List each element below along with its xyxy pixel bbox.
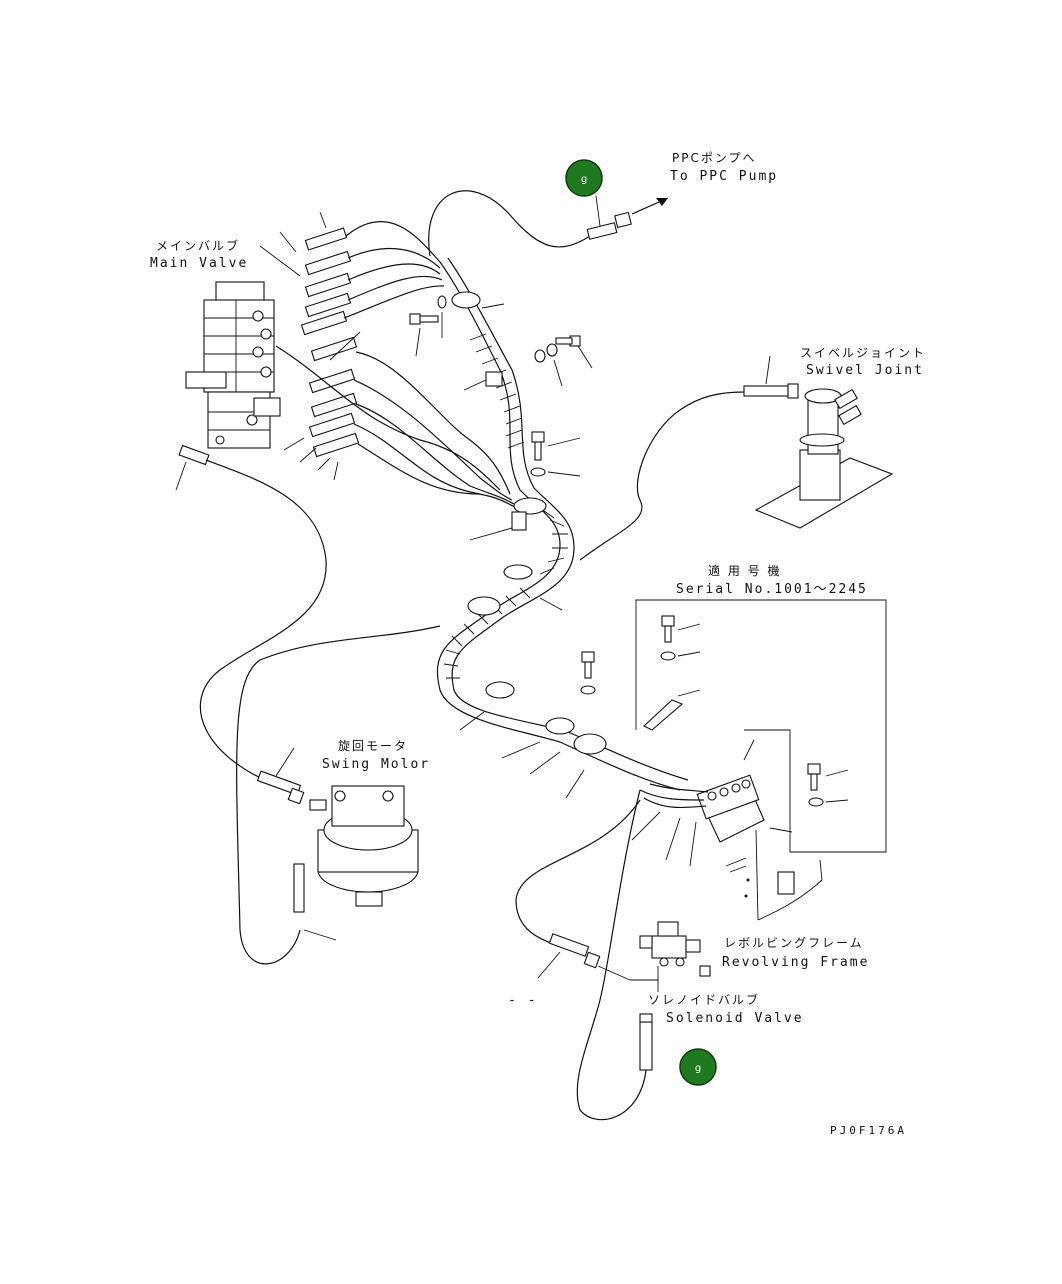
serial-label-en: Serial No.1001～2245: [676, 582, 868, 597]
ppc-pump-hose: [428, 190, 669, 257]
badge-top-circle: [565, 159, 603, 197]
swing-motor-label-jp: 旋回モータ: [338, 739, 408, 753]
swivel-joint: [579, 355, 894, 561]
junction-block: [631, 739, 793, 867]
ppc-pump-label-jp: PPCポンプへ: [672, 151, 757, 165]
badge-top-text: g: [581, 174, 587, 185]
main-valve-label-en: Main Valve: [150, 256, 248, 271]
revolving-frame-label-en: Revolving Frame: [722, 955, 869, 970]
reference-badge-bottom[interactable]: g: [679, 1048, 717, 1086]
serial-applicability-box: [635, 599, 887, 853]
main-valve-fittings: [175, 211, 361, 491]
bundle-clamps: [451, 291, 607, 799]
main-valve-block: [185, 281, 281, 449]
reference-badge-top[interactable]: g: [565, 159, 603, 197]
revolving-frame-label-jp: レボルビングフレーム: [724, 936, 864, 950]
badge-bottom-circle: [679, 1048, 717, 1086]
dash-mark: - -: [508, 993, 537, 1008]
solenoid-valve: [515, 789, 711, 1121]
ppc-pump-label-en: To PPC Pump: [670, 169, 778, 184]
arrow-to-ppc-pump-icon: [656, 198, 668, 206]
swing-motor-label-en: Swing Molor: [322, 757, 430, 772]
bolts-and-washers: [409, 295, 849, 807]
revolving-frame: [725, 829, 823, 921]
swing-motor: [256, 747, 419, 941]
serial-label-jp: 適 用 号 機: [708, 563, 781, 578]
badge-bottom-text: g: [695, 1063, 701, 1074]
main-valve-label-jp: メインバルブ: [156, 238, 240, 253]
swivel-joint-label-en: Swivel Joint: [806, 363, 924, 378]
swivel-joint-label-jp: スイベルジョイント: [800, 346, 926, 360]
drawing-code: PJ0F176A: [830, 1124, 907, 1137]
solenoid-valve-label-en: Solenoid Valve: [666, 1011, 804, 1026]
solenoid-valve-label-jp: ソレノイドバルブ: [648, 992, 760, 1007]
